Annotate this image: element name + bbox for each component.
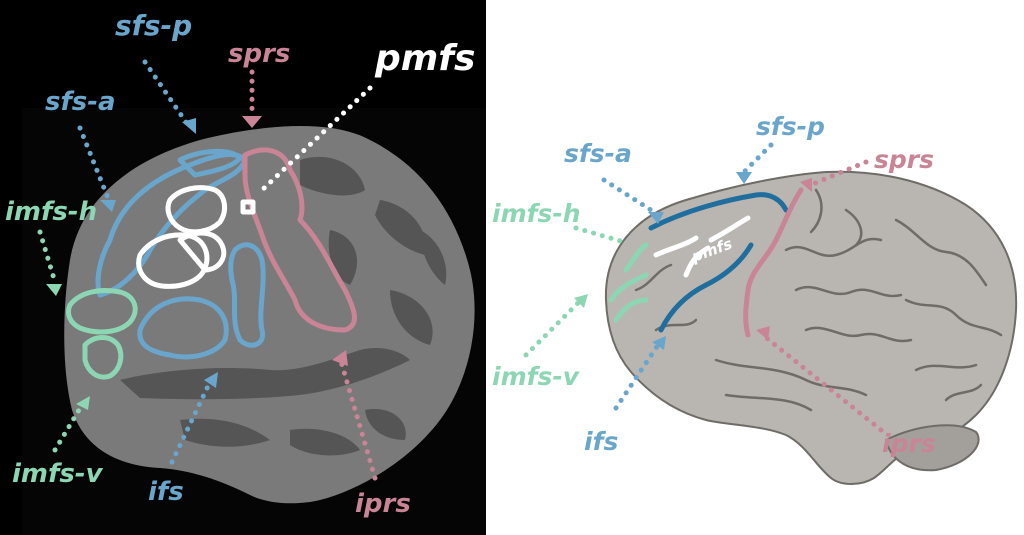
label-ifs: ifs — [148, 477, 184, 507]
label-r-sprs: sprs — [874, 145, 934, 174]
right-pointer-lines — [523, 142, 884, 433]
pointer-r-ifs — [613, 342, 661, 411]
label-imfs-v: imfs-v — [12, 459, 104, 489]
inflated-brain-surface — [64, 126, 475, 504]
sulcal-patches — [120, 156, 447, 456]
brain-illustration-panel: sfs-a sfs-p sprs imfs-h pmfs imfs-v ifs … — [486, 0, 1024, 535]
inflated-brain-panel: sfs-p sprs pmfs sfs-a imfs-h imfs-v ifs … — [0, 0, 486, 535]
sulcus-sfs — [648, 192, 789, 231]
gyri-texture — [634, 188, 1003, 412]
label-r-sfs-p: sfs-p — [756, 112, 825, 141]
pointer-imfs-h — [37, 229, 58, 285]
label-imfs-h: imfs-h — [5, 197, 97, 227]
pointer-pmfs — [257, 85, 373, 195]
sulci-overlays — [608, 187, 804, 338]
label-r-sfs-a: sfs-a — [564, 139, 632, 168]
pointer-ifs — [169, 379, 213, 465]
left-pointer-lines — [37, 59, 378, 481]
arrowhead-iprs — [332, 350, 348, 366]
label-r-iprs: iprs — [882, 429, 936, 458]
pointer-r-iprs — [761, 333, 884, 433]
arrowhead-r-imfs-v — [574, 294, 588, 308]
label-r-imfs-h: imfs-h — [492, 199, 581, 228]
pointer-r-sfs-a — [601, 177, 657, 215]
sulcus-imfs-h — [623, 242, 649, 273]
label-sfs-p: sfs-p — [115, 9, 192, 42]
label-r-ifs: ifs — [584, 427, 618, 456]
arrowhead-r-ifs — [652, 336, 666, 350]
arrowhead-sfs-a — [100, 200, 116, 212]
pointer-r-imfs-v — [523, 297, 584, 358]
label-sprs: sprs — [228, 39, 290, 69]
arrowhead-imfs-h — [46, 284, 62, 296]
label-pmfs: pmfs — [374, 38, 475, 79]
label-sfs-a: sfs-a — [45, 87, 116, 117]
sulcus-imfs-v — [608, 272, 649, 323]
pointer-sfs-a — [77, 125, 111, 201]
arrowhead-r-sfs-a — [648, 212, 664, 224]
pointer-imfs-v — [52, 402, 85, 453]
arrowhead-imfs-v — [76, 396, 90, 410]
label-iprs: iprs — [355, 489, 411, 519]
white-contours — [136, 185, 256, 289]
pointer-r-sprs — [805, 159, 869, 189]
pointer-r-sfs-p — [741, 142, 774, 175]
arrowhead-sprs — [242, 116, 262, 128]
green-contours — [65, 288, 138, 380]
arrowhead-r-sfs-p — [736, 172, 752, 184]
cerebellum — [884, 424, 980, 472]
pointer-iprs — [337, 355, 378, 481]
arrowhead-r-iprs — [756, 326, 770, 340]
pink-contours — [242, 147, 357, 333]
arrowhead-sfs-p — [182, 118, 196, 134]
arrowhead-r-sprs — [800, 178, 812, 192]
brain-illustration-figure: sfs-a sfs-p sprs imfs-h pmfs imfs-v ifs … — [492, 112, 1018, 485]
arrowhead-ifs — [204, 372, 218, 388]
pointer-r-imfs-h — [573, 225, 627, 245]
sulcus-prs — [743, 187, 804, 338]
label-r-imfs-v: imfs-v — [492, 362, 580, 391]
inflated-brain-figure: sfs-p sprs pmfs sfs-a imfs-h imfs-v ifs … — [5, 9, 486, 535]
sulcus-pmfs — [653, 215, 751, 278]
sulcus-ifs — [658, 242, 754, 333]
